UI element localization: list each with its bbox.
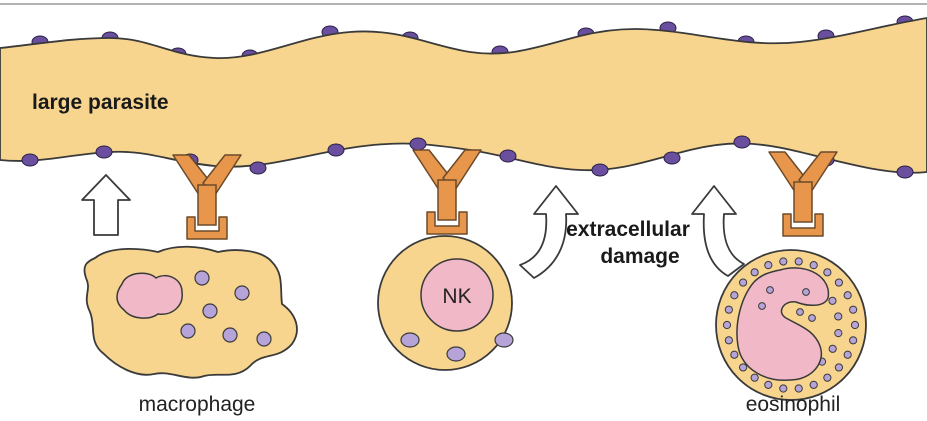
antigen (21, 153, 39, 167)
antibody-stem (197, 184, 217, 226)
eosinophil-inner-granules (758, 286, 816, 322)
damage-label-line2: damage (600, 245, 679, 268)
up-arrow-icon (81, 174, 131, 236)
antibody-stem (793, 181, 813, 223)
eosinophil-nucleus (736, 267, 830, 381)
macrophage-nucleus (116, 272, 183, 319)
curved-up-arrow-icon (691, 185, 745, 277)
granule (750, 268, 759, 277)
fc-receptor (426, 211, 468, 235)
antigen (95, 145, 113, 159)
granule (724, 305, 733, 314)
granule (494, 332, 514, 348)
granule (738, 363, 748, 372)
macrophage-body (83, 245, 298, 379)
granule (823, 373, 832, 382)
granule (222, 327, 238, 343)
granule (730, 350, 739, 359)
nk-label: NK (442, 285, 471, 308)
damage-label-line1: extracellular (566, 218, 690, 241)
antigen (663, 151, 681, 165)
granule (764, 261, 773, 270)
antibody-icon (412, 149, 482, 235)
granule (849, 305, 858, 314)
granule (722, 320, 732, 330)
granule (834, 312, 843, 321)
parasite-label: large parasite (32, 91, 169, 114)
macrophage-cell (83, 245, 298, 379)
granule (843, 291, 852, 300)
granule (758, 302, 766, 310)
granule (850, 320, 860, 330)
granule (202, 303, 218, 319)
granule (828, 344, 837, 353)
antibody-icon (768, 151, 838, 237)
granule (779, 257, 788, 266)
granule (234, 285, 250, 301)
granule (764, 380, 773, 389)
antigen (499, 149, 517, 163)
granule (400, 332, 420, 348)
granule (779, 384, 788, 393)
granule (730, 291, 739, 300)
granule (724, 336, 733, 345)
parasite-body (0, 17, 927, 174)
nk-nucleus (420, 258, 494, 332)
granule (809, 380, 818, 389)
curved-up-arrow-icon (519, 185, 579, 279)
granule (194, 270, 210, 286)
antibody-icon (172, 154, 242, 240)
granule (750, 373, 759, 382)
granule (794, 384, 803, 393)
granule (834, 363, 844, 372)
antibody-group (172, 149, 838, 240)
antibody-stem (437, 179, 457, 221)
eosinophil-label: eosinophil (746, 393, 841, 416)
granule (808, 314, 816, 322)
granule (834, 278, 844, 287)
granule (843, 350, 852, 359)
granule (446, 346, 466, 362)
eosinophil-cell (715, 249, 867, 401)
fc-receptor (782, 213, 824, 237)
granule (766, 286, 774, 294)
granule (828, 296, 837, 305)
granule (802, 288, 810, 296)
granule (794, 257, 803, 266)
antigen (409, 137, 427, 151)
granule (796, 308, 804, 316)
antigen (591, 163, 609, 177)
granule (834, 329, 843, 338)
antigen (733, 135, 751, 149)
granule (180, 323, 196, 339)
macrophage-label: macrophage (139, 393, 256, 416)
granule (809, 261, 818, 270)
granule (256, 331, 272, 347)
antigen (896, 165, 914, 179)
fc-receptor (186, 216, 228, 240)
antigen (327, 143, 345, 157)
antigen (249, 161, 267, 175)
nk-cell: NK (377, 235, 514, 371)
granule (823, 268, 832, 277)
granule (738, 278, 748, 287)
granule (849, 336, 858, 345)
